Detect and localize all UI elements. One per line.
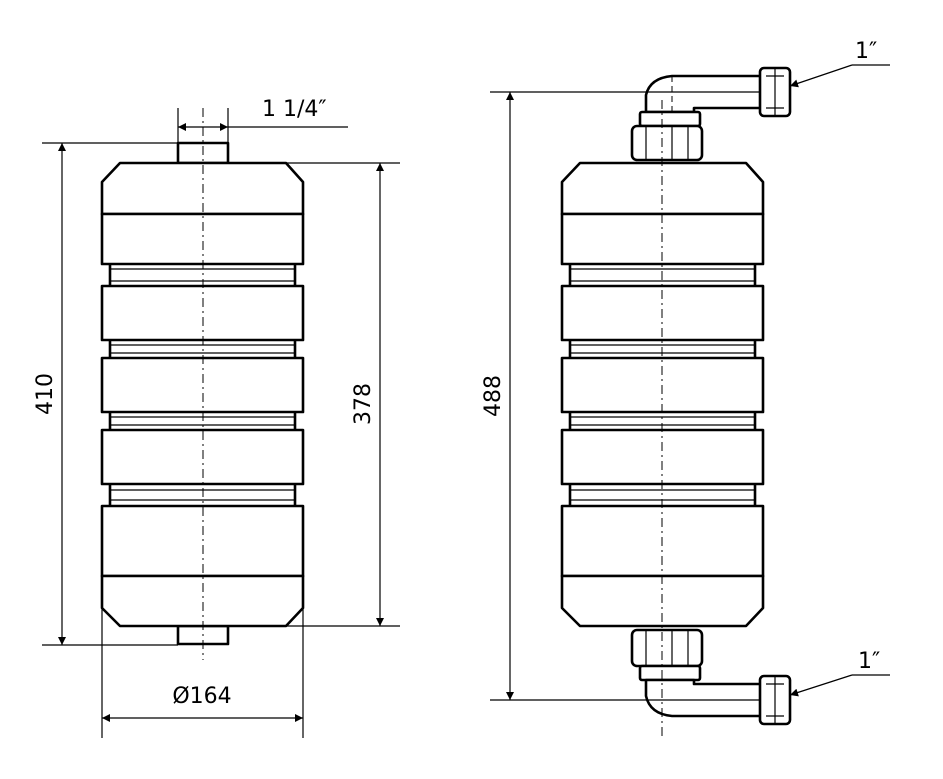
- inlet-size-label: 1 1/4″: [262, 97, 327, 122]
- upper-connection: [630, 66, 792, 162]
- side-view: 488 1″ 1″: [481, 39, 890, 738]
- lower-leader: [789, 674, 853, 697]
- upper-leader: [789, 64, 853, 88]
- upper-connection-label: 1″: [855, 39, 877, 64]
- lower-connection-label: 1″: [858, 649, 880, 674]
- front-view: 1 1/4″ 410 378 Ø164: [33, 97, 400, 738]
- body-height-label: 378: [351, 383, 376, 425]
- total-height-label: 410: [33, 373, 58, 415]
- side-height-label: 488: [481, 375, 506, 417]
- lower-connection: [630, 628, 792, 726]
- diameter-label: Ø164: [172, 684, 231, 709]
